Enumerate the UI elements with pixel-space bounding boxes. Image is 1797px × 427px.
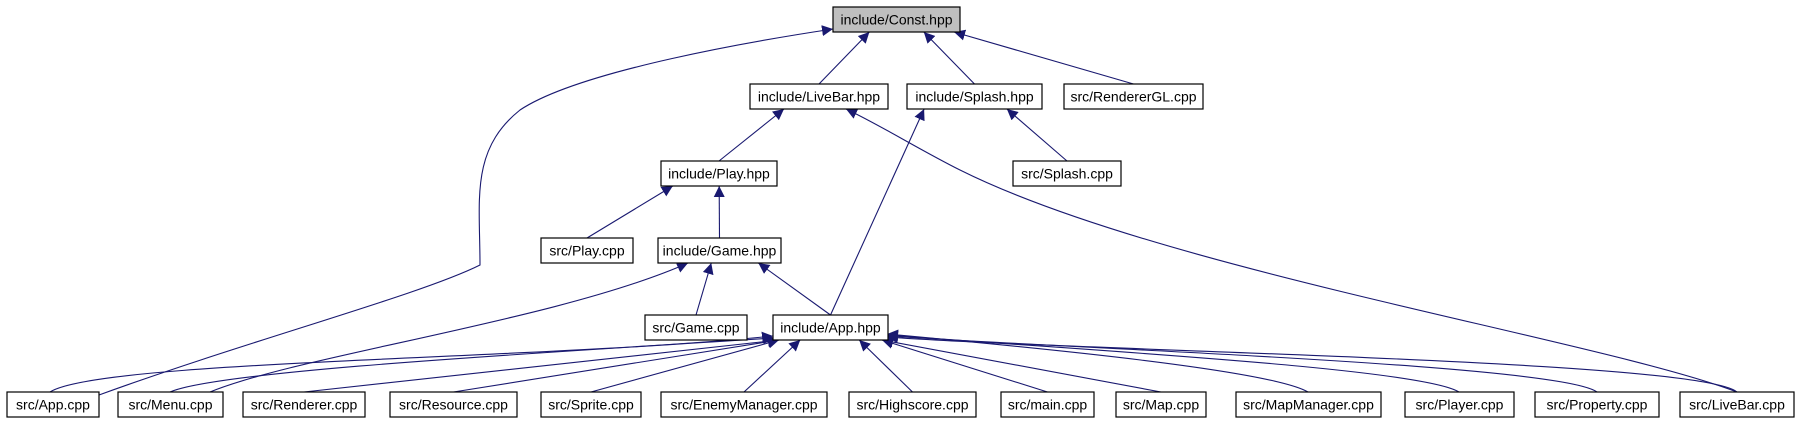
- node-box: [540, 391, 642, 418]
- node-splash-c[interactable]: src/Splash.cpp: [1012, 160, 1122, 187]
- node-play-c[interactable]: src/Play.cpp: [540, 237, 634, 264]
- node-app-h[interactable]: include/App.hpp: [772, 314, 889, 341]
- node-splash-h[interactable]: include/Splash.hpp: [906, 83, 1043, 110]
- node-label: src/Map.cpp: [1123, 397, 1199, 413]
- edge-livebar_h-to-const: [818, 31, 870, 85]
- edge-menu_c-to-app_h: [169, 333, 775, 393]
- node-sprite-c[interactable]: src/Sprite.cpp: [540, 391, 642, 418]
- edge-menu_c-to-game_h: [209, 262, 689, 393]
- node-label: src/Menu.cpp: [128, 397, 212, 413]
- edge-sprite_c-to-app_h: [590, 337, 780, 393]
- node-box: [1235, 391, 1382, 418]
- edge-map_c-to-app_h: [881, 336, 1162, 393]
- edge-splash_h-to-const: [923, 31, 975, 85]
- node-box: [906, 83, 1043, 110]
- node-box: [848, 391, 977, 418]
- edge-livebar_c-to-app_h: [886, 332, 1738, 393]
- node-renderer-c[interactable]: src/Renderer.cpp: [242, 391, 366, 418]
- node-label: src/Play.cpp: [549, 243, 624, 259]
- node-box: [749, 83, 889, 110]
- node-label: src/MapManager.cpp: [1243, 397, 1374, 413]
- node-box: [389, 391, 518, 418]
- node-const: include/Const.hpp: [832, 6, 961, 33]
- node-livebar-h[interactable]: include/LiveBar.hpp: [749, 83, 889, 110]
- edge-livebar_c-to-livebar_h: [845, 108, 1738, 393]
- edge-highscore_c-to-app_h: [858, 339, 913, 393]
- node-label: src/EnemyManager.cpp: [670, 397, 817, 413]
- node-label: src/App.cpp: [16, 397, 90, 413]
- node-mapmanager-c[interactable]: src/MapManager.cpp: [1235, 391, 1382, 418]
- node-label: src/main.cpp: [1008, 397, 1088, 413]
- node-layer: include/Const.hpp include/LiveBar.hpp incl…: [6, 6, 1795, 418]
- edge-renderer_c-to-app_h: [303, 335, 780, 393]
- node-menu-c[interactable]: src/Menu.cpp: [117, 391, 224, 418]
- node-box: [1115, 391, 1207, 418]
- node-label: include/LiveBar.hpp: [758, 89, 880, 105]
- node-box: [1063, 83, 1204, 110]
- edge-resource_c-to-app_h: [453, 336, 780, 393]
- node-game-h[interactable]: include/Game.hpp: [657, 237, 782, 264]
- node-label: src/Splash.cpp: [1021, 166, 1113, 182]
- edge-play_h-to-livebar_h: [718, 108, 785, 162]
- node-box: [832, 6, 961, 33]
- node-box: [1000, 391, 1095, 418]
- node-label: src/Renderer.cpp: [251, 397, 358, 413]
- node-box: [1679, 391, 1795, 418]
- node-box: [1404, 391, 1515, 418]
- node-property-c[interactable]: src/Property.cpp: [1534, 391, 1660, 418]
- node-label: include/Splash.hpp: [915, 89, 1034, 105]
- edge-splash_c-to-splash_h: [1006, 108, 1068, 162]
- node-label: src/Highscore.cpp: [856, 397, 968, 413]
- edge-app_c-to-const: [98, 25, 834, 396]
- node-label: src/Sprite.cpp: [548, 397, 634, 413]
- node-label: src/Resource.cpp: [399, 397, 508, 413]
- edge-main_c-to-app_h: [881, 338, 1048, 393]
- node-box: [644, 314, 748, 341]
- node-label: include/Play.hpp: [668, 166, 770, 182]
- edge-app_h-to-splash_h: [829, 108, 925, 316]
- node-play-h[interactable]: include/Play.hpp: [660, 160, 778, 187]
- node-box: [6, 391, 100, 418]
- node-box: [117, 391, 224, 418]
- node-box: [772, 314, 889, 341]
- node-main-c[interactable]: src/main.cpp: [1000, 391, 1095, 418]
- node-resource-c[interactable]: src/Resource.cpp: [389, 391, 518, 418]
- node-map-c[interactable]: src/Map.cpp: [1115, 391, 1207, 418]
- edge-play_c-to-play_h: [586, 185, 674, 239]
- node-app-c[interactable]: src/App.cpp: [6, 391, 100, 418]
- edge-game_c-to-game_h: [695, 262, 714, 316]
- edge-layer: [49, 25, 1738, 396]
- node-box: [660, 160, 778, 187]
- node-label: src/LiveBar.cpp: [1689, 397, 1785, 413]
- node-box: [660, 391, 828, 418]
- node-box: [1012, 160, 1122, 187]
- edge-app_h-to-game_h: [758, 262, 831, 316]
- node-label: src/Player.cpp: [1416, 397, 1504, 413]
- edge-enemymanager_c-to-app_h: [743, 339, 801, 393]
- node-label: include/Const.hpp: [840, 12, 952, 28]
- node-enemymanager-c[interactable]: src/EnemyManager.cpp: [660, 391, 828, 418]
- node-box: [242, 391, 366, 418]
- node-label: src/Game.cpp: [652, 320, 739, 336]
- node-label: include/App.hpp: [780, 320, 881, 336]
- node-renderergl[interactable]: src/RendererGL.cpp: [1063, 83, 1204, 110]
- node-box: [657, 237, 782, 264]
- edge-mapmanager_c-to-app_h: [886, 329, 1309, 393]
- node-box: [540, 237, 634, 264]
- node-highscore-c[interactable]: src/Highscore.cpp: [848, 391, 977, 418]
- node-player-c[interactable]: src/Player.cpp: [1404, 391, 1515, 418]
- node-game-c[interactable]: src/Game.cpp: [644, 314, 748, 341]
- node-label: include/Game.hpp: [663, 243, 777, 259]
- edge-renderergl-to-const: [953, 29, 1134, 85]
- node-label: src/RendererGL.cpp: [1070, 89, 1196, 105]
- node-box: [1534, 391, 1660, 418]
- node-livebar-c[interactable]: src/LiveBar.cpp: [1679, 391, 1795, 418]
- node-label: src/Property.cpp: [1547, 397, 1648, 413]
